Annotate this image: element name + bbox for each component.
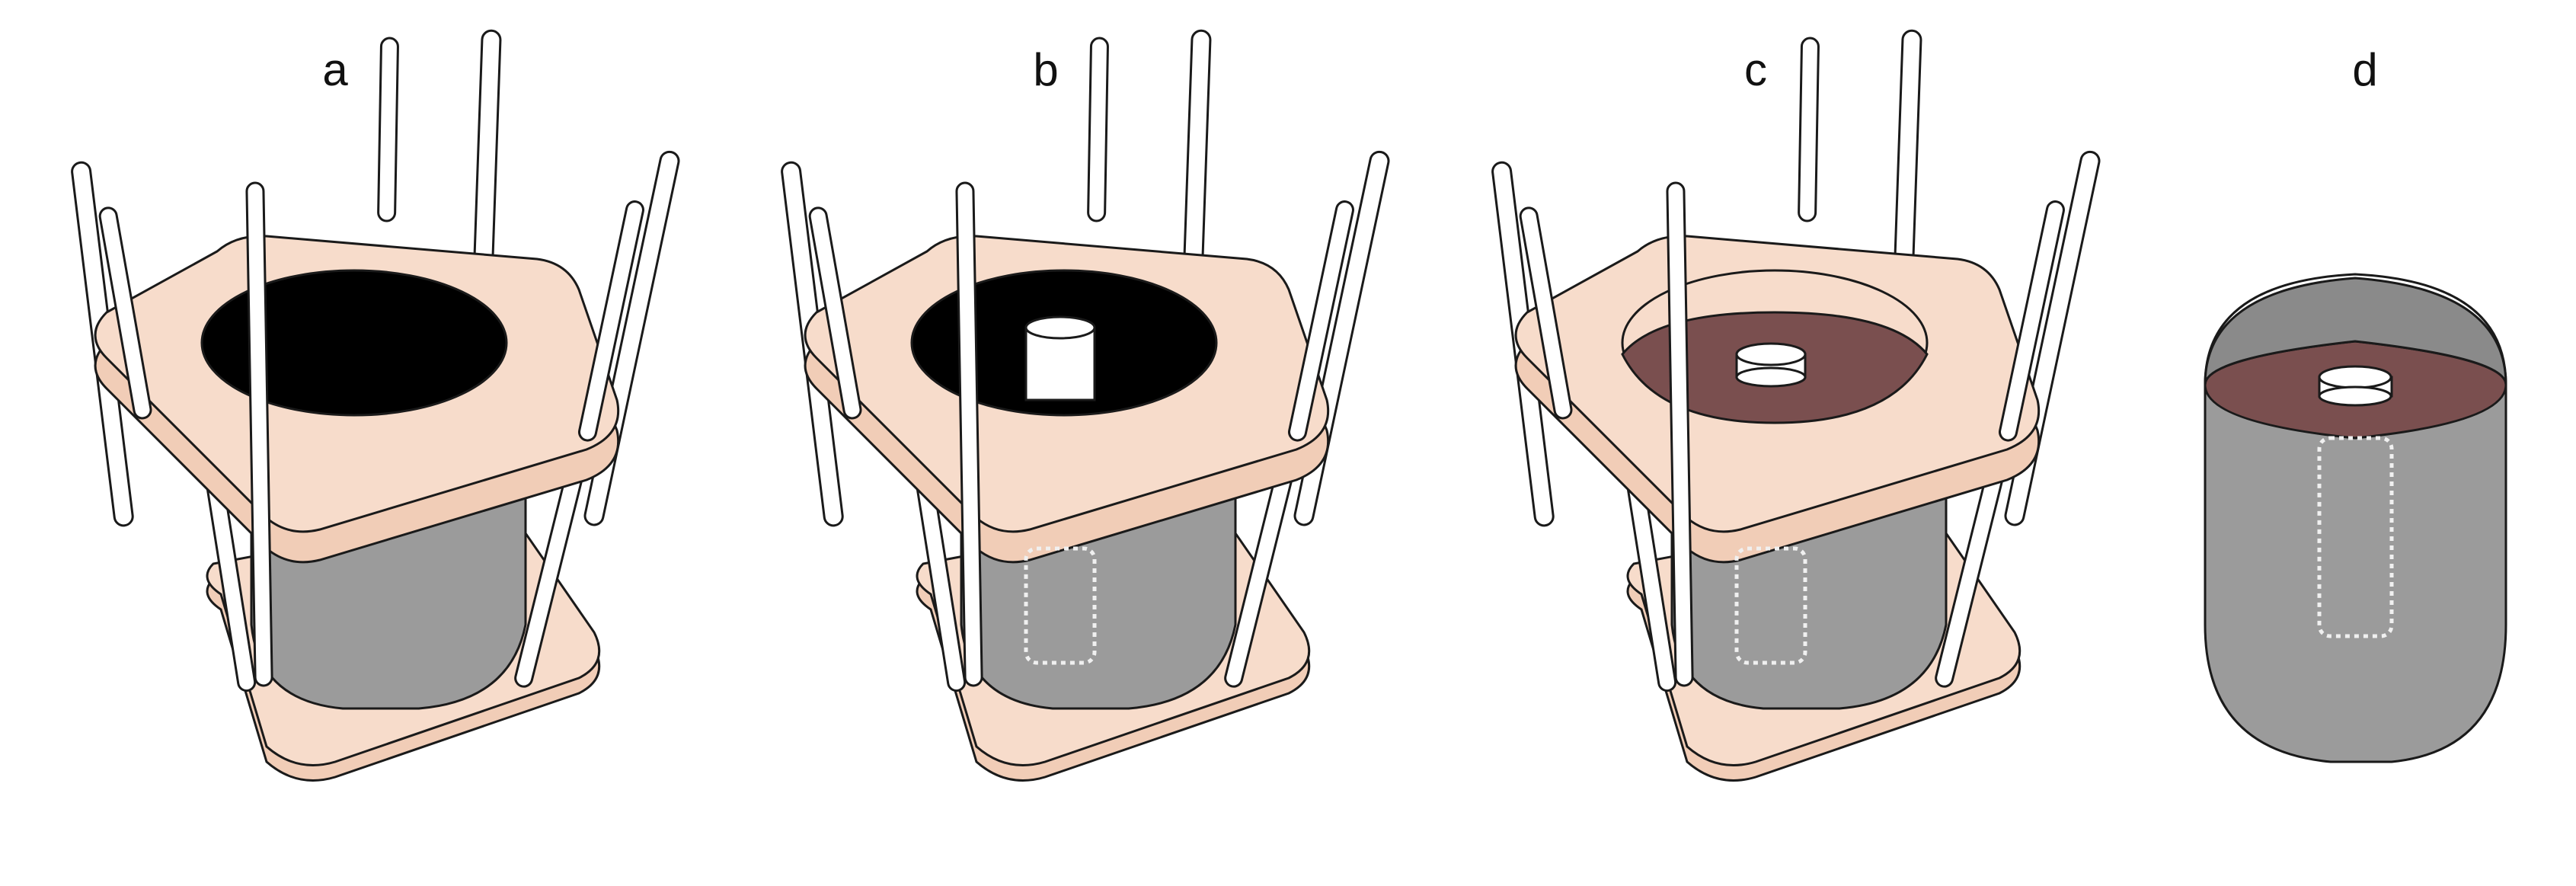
- panel-label-a: a: [322, 44, 348, 95]
- panel-b-fixture: [779, 29, 1392, 782]
- insert-outline-hidden: [2317, 436, 2394, 638]
- insert-pin: [1024, 315, 1096, 401]
- mold-cavity-empty: [200, 269, 508, 417]
- insert-outline-hidden: [1734, 546, 1807, 665]
- insert-pin: [1735, 342, 1807, 388]
- panel-c-fixture: [1490, 29, 2102, 782]
- panel-a-fixture: [69, 29, 682, 782]
- panel-label-d: d: [2352, 44, 2377, 95]
- panel-label-b: b: [1033, 44, 1058, 95]
- insert-pin: [2318, 365, 2393, 407]
- panel-d-cast-cylinder: [2204, 273, 2507, 763]
- insert-outline-hidden: [1024, 546, 1097, 665]
- panel-label-c: c: [1744, 44, 1767, 95]
